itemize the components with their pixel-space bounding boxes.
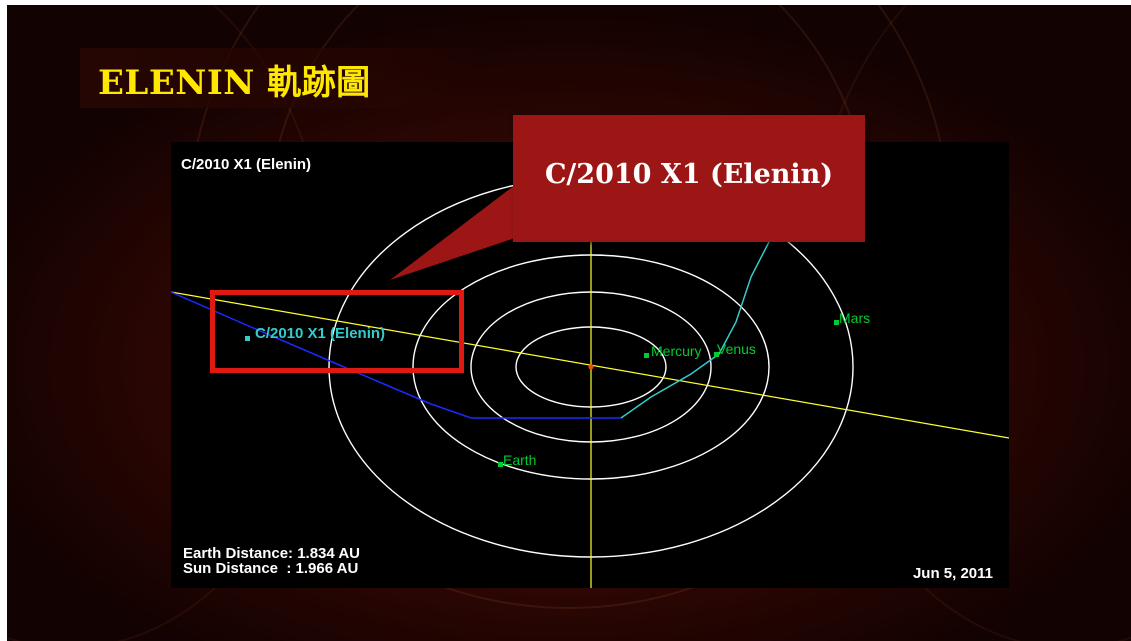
comet-path-past [171,291,621,419]
earth-distance: Earth Distance: 1.834 AU [183,545,361,562]
mars-marker [834,320,839,325]
slide-title: ELENIN 軌跡圖 [98,63,371,103]
orbit-view-heading: C/2010 X1 (Elenin) [181,156,312,173]
title-backdrop [80,48,480,108]
earth-label: Earth [503,452,536,468]
sun-distance: Sun Distance : 1.966 AU [183,560,359,577]
sun-marker [588,364,594,370]
comet-marker [245,336,250,341]
venus-marker [714,352,719,357]
callout-box: C/2010 X1 (Elenin) [513,115,865,242]
comet-highlight-box [210,290,464,373]
earth-marker [498,462,503,467]
distance-readout: Earth Distance: 1.834 AU Sun Distance : … [183,546,360,576]
comet-label: C/2010 X1 (Elenin) [255,325,385,342]
mercury-marker [644,353,649,358]
venus-label: Venus [717,341,756,357]
date-label: Jun 5, 2011 [912,565,993,582]
mars-label: Mars [839,310,870,326]
mercury-label: Mercury [651,343,702,359]
callout-text: C/2010 X1 (Elenin) [544,159,834,190]
